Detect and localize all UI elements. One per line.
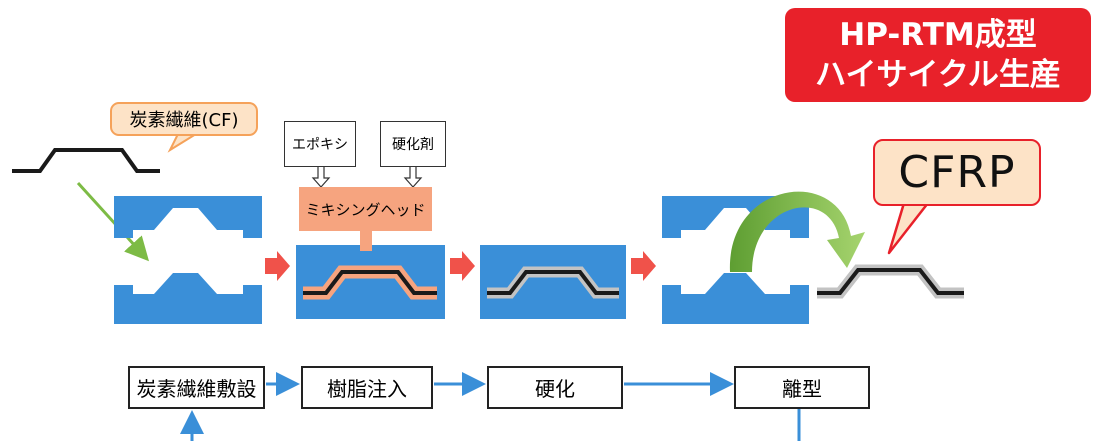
- epoxy-feed-arrow: [311, 165, 331, 188]
- placement-arrow: [76, 181, 150, 262]
- ejection-arc-arrow: [729, 191, 865, 272]
- process-arrow-2: [450, 251, 475, 281]
- cured-part: [487, 270, 619, 295]
- step-resin-injection: 樹脂注入: [301, 366, 433, 409]
- mold-injection-stage2: [296, 231, 445, 319]
- closed-mold: [480, 245, 626, 319]
- step-fiber-layup: 炭素繊維敷設: [128, 366, 265, 409]
- step-demolding: 離型: [734, 366, 870, 409]
- mixing-head-box: ミキシングヘッド: [299, 187, 432, 231]
- lower-mold-half: [662, 273, 809, 324]
- hardener-feed-arrow: [403, 165, 423, 188]
- lower-mold-half: [114, 273, 262, 324]
- injection-nozzle: [360, 231, 372, 251]
- cfrp-callout: CFRP: [873, 139, 1041, 206]
- step-curing: 硬化: [487, 366, 623, 409]
- closed-mold: [296, 245, 445, 319]
- fiber-in-mold: [303, 270, 437, 295]
- hardener-box: 硬化剤: [380, 121, 446, 167]
- epoxy-box: エポキシ: [284, 121, 356, 167]
- mold-curing-stage3: [480, 245, 626, 319]
- cf-callout-tail: [167, 133, 200, 153]
- process-arrow-1: [265, 251, 290, 281]
- carbon-fiber-callout: 炭素繊維(CF): [110, 102, 258, 136]
- hp-rtm-badge: HP-RTM成型 ハイサイクル生産: [785, 8, 1091, 102]
- process-arrow-3: [631, 251, 656, 281]
- cfrp-part-halo: [817, 264, 964, 299]
- cfrp-callout-tail: [887, 201, 930, 255]
- badge-line-2: ハイサイクル生産: [815, 57, 1061, 93]
- dry-fiber-preform: [12, 148, 160, 173]
- upper-mold-half: [114, 196, 262, 238]
- mold-open-stage1: [114, 196, 262, 324]
- badge-line-1: HP-RTM成型: [839, 17, 1037, 53]
- cfrp-part: [817, 268, 964, 295]
